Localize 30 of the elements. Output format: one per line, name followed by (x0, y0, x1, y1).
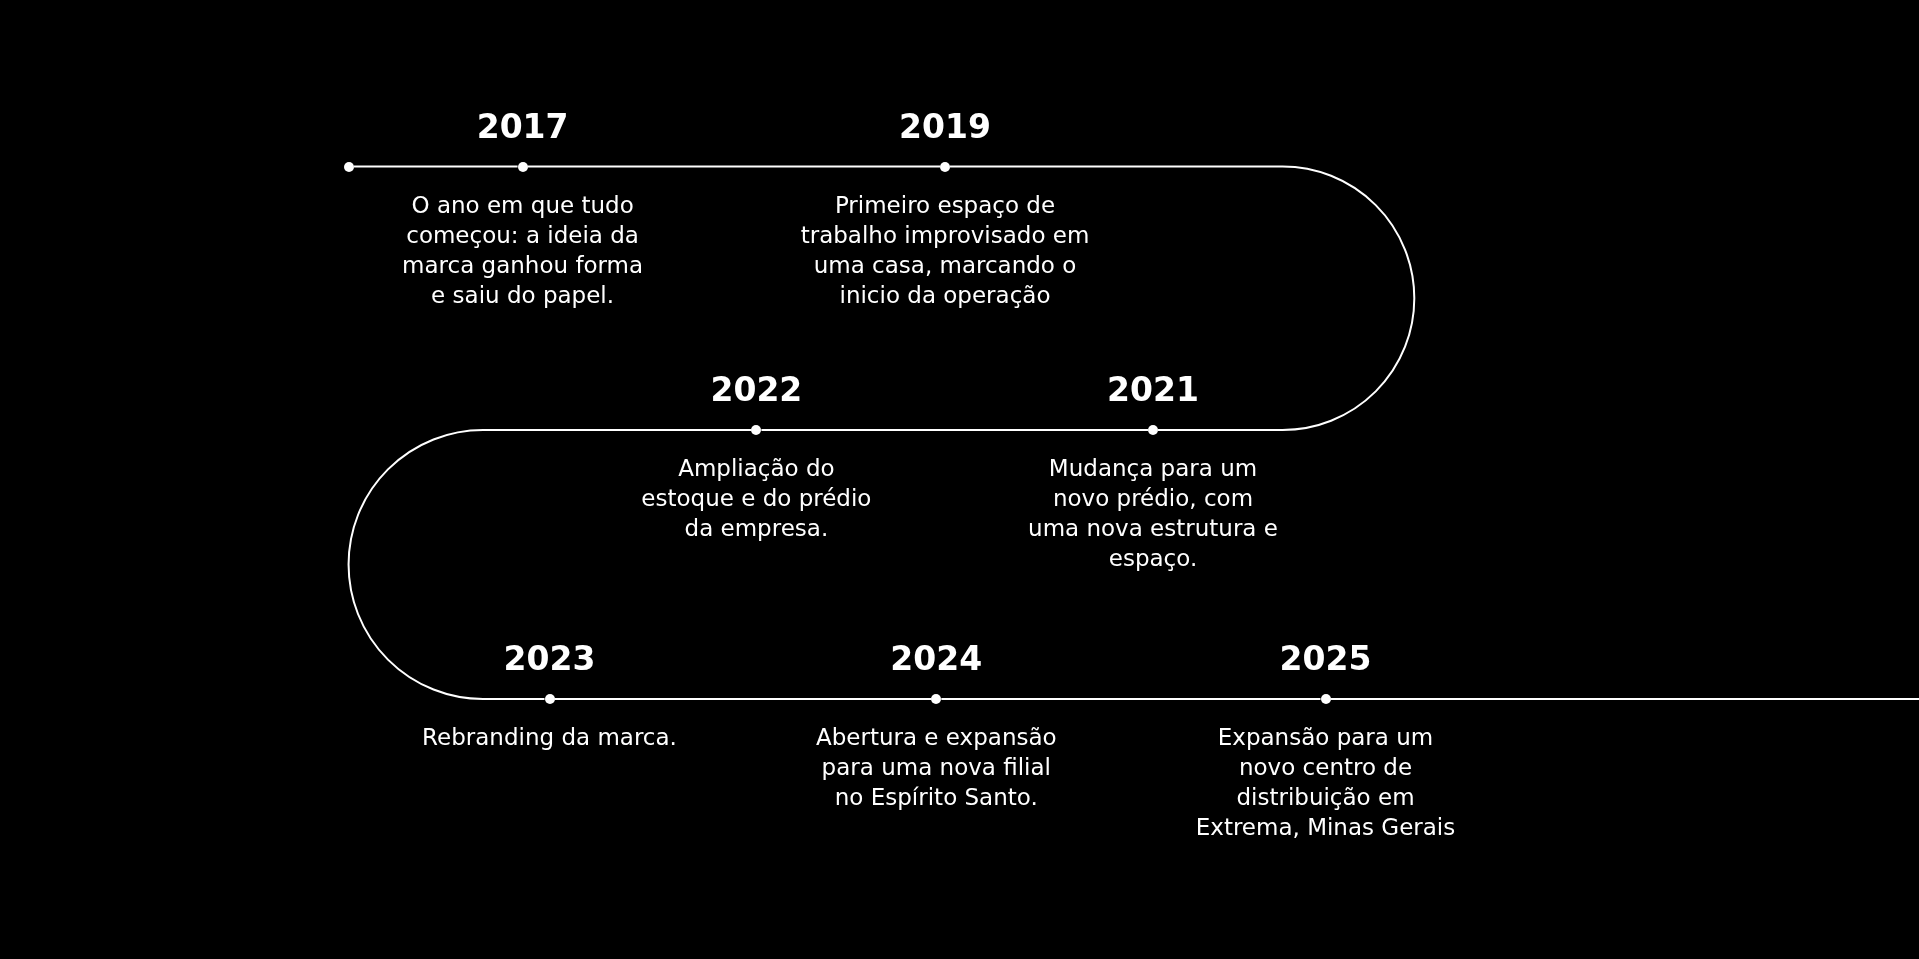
year-label: 2017 (476, 108, 569, 145)
milestone-description: Primeiro espaço de trabalho improvisado em uma casa, marcando o inicio da operação (799, 190, 1091, 310)
milestone-description: O ano em que tudo começou: a ideia da marca ganhou forma e saiu do papel. (401, 190, 645, 310)
year-label: 2022 (710, 372, 803, 408)
milestone-description: Expansão para um novo centro de distribuição em Extrema, Minas Gerais (1194, 723, 1457, 842)
milestone-description: Mudança para um novo prédio, com uma nova estrutura e espaço. (1027, 454, 1279, 573)
timeline-line (940, 698, 1322, 700)
timeline-line (526, 165, 941, 168)
milestone-description: Rebranding da marca. (421, 723, 678, 752)
timeline-dot (1320, 694, 1331, 704)
timeline-dot (517, 161, 528, 172)
timeline-line (353, 165, 519, 168)
timeline-dot (544, 694, 555, 704)
timeline-line (949, 165, 1416, 431)
timeline-dot (344, 161, 354, 172)
timeline-line (760, 429, 1149, 431)
timeline-dot (751, 425, 762, 435)
timeline-line (1329, 698, 1919, 700)
year-label: 2019 (899, 108, 991, 145)
timeline-dot (1148, 425, 1158, 435)
year-label: 2024 (890, 641, 983, 677)
year-label: 2025 (1279, 641, 1372, 677)
year-label: 2021 (1107, 372, 1199, 408)
milestone-description: Abertura e expansão para uma nova filial no Espírito Santo. (814, 723, 1058, 812)
timeline-line (347, 429, 753, 700)
milestone-description: Ampliação do estoque e do prédio da empresa. (640, 454, 873, 543)
year-label: 2023 (503, 641, 596, 677)
timeline-dot (931, 694, 942, 704)
timeline-line (553, 698, 933, 700)
timeline-dot (940, 161, 950, 172)
